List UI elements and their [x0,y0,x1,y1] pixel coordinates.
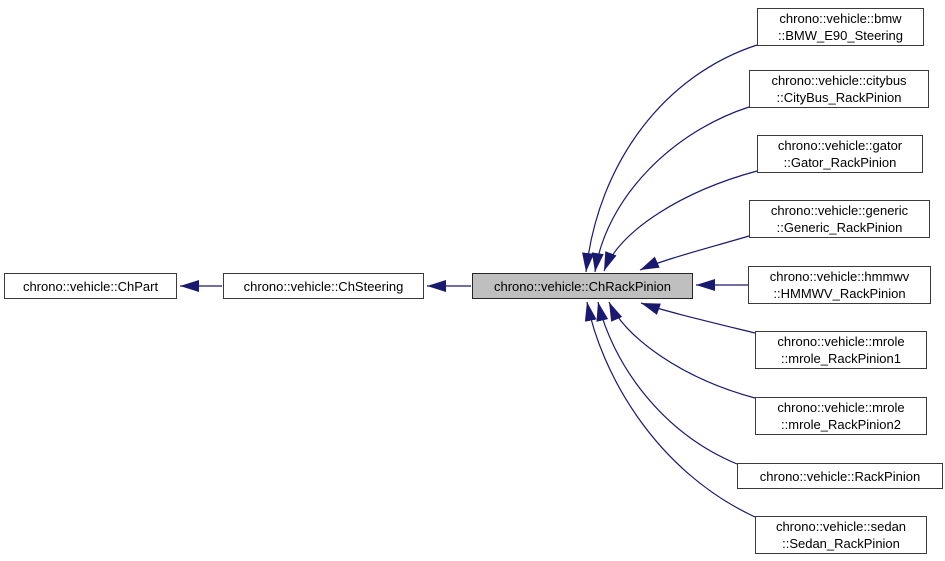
node-mrole-rackpinion2[interactable]: chrono::vehicle::mrole ::mrole_RackPinio… [755,397,927,435]
node-chrackpinion: chrono::vehicle::ChRackPinion [472,273,693,299]
node-sedan-rackpinion[interactable]: chrono::vehicle::sedan ::Sedan_RackPinio… [755,516,927,554]
node-mrole-rackpinion1[interactable]: chrono::vehicle::mrole ::mrole_RackPinio… [755,331,927,369]
edge-generic-to-chrackpinion [639,235,750,271]
node-chpart[interactable]: chrono::vehicle::ChPart [4,273,177,299]
edge-rackpinion-to-chrackpinion [596,301,738,465]
edge-bmw-to-chrackpinion [582,44,758,273]
edge-sedan-to-chrackpinion [584,301,756,518]
edge-mrole2-to-chrackpinion [608,301,756,399]
node-bmw-e90-steering[interactable]: chrono::vehicle::bmw ::BMW_E90_Steering [757,8,924,46]
edge-citybus-to-chrackpinion [591,106,750,273]
node-generic-rackpinion[interactable]: chrono::vehicle::generic ::Generic_RackP… [749,200,930,238]
node-rackpinion[interactable]: chrono::vehicle::RackPinion [737,463,943,489]
edge-mrole1-to-chrackpinion [640,302,756,334]
node-citybus-rackpinion[interactable]: chrono::vehicle::citybus ::CityBus_RackP… [749,70,929,108]
node-gator-rackpinion[interactable]: chrono::vehicle::gator ::Gator_RackPinio… [757,135,923,173]
edge-gator-to-chrackpinion [603,170,758,272]
node-chsteering[interactable]: chrono::vehicle::ChSteering [223,273,424,299]
node-hmmwv-rackpinion[interactable]: chrono::vehicle::hmmwv ::HMMWV_RackPinio… [748,266,931,304]
